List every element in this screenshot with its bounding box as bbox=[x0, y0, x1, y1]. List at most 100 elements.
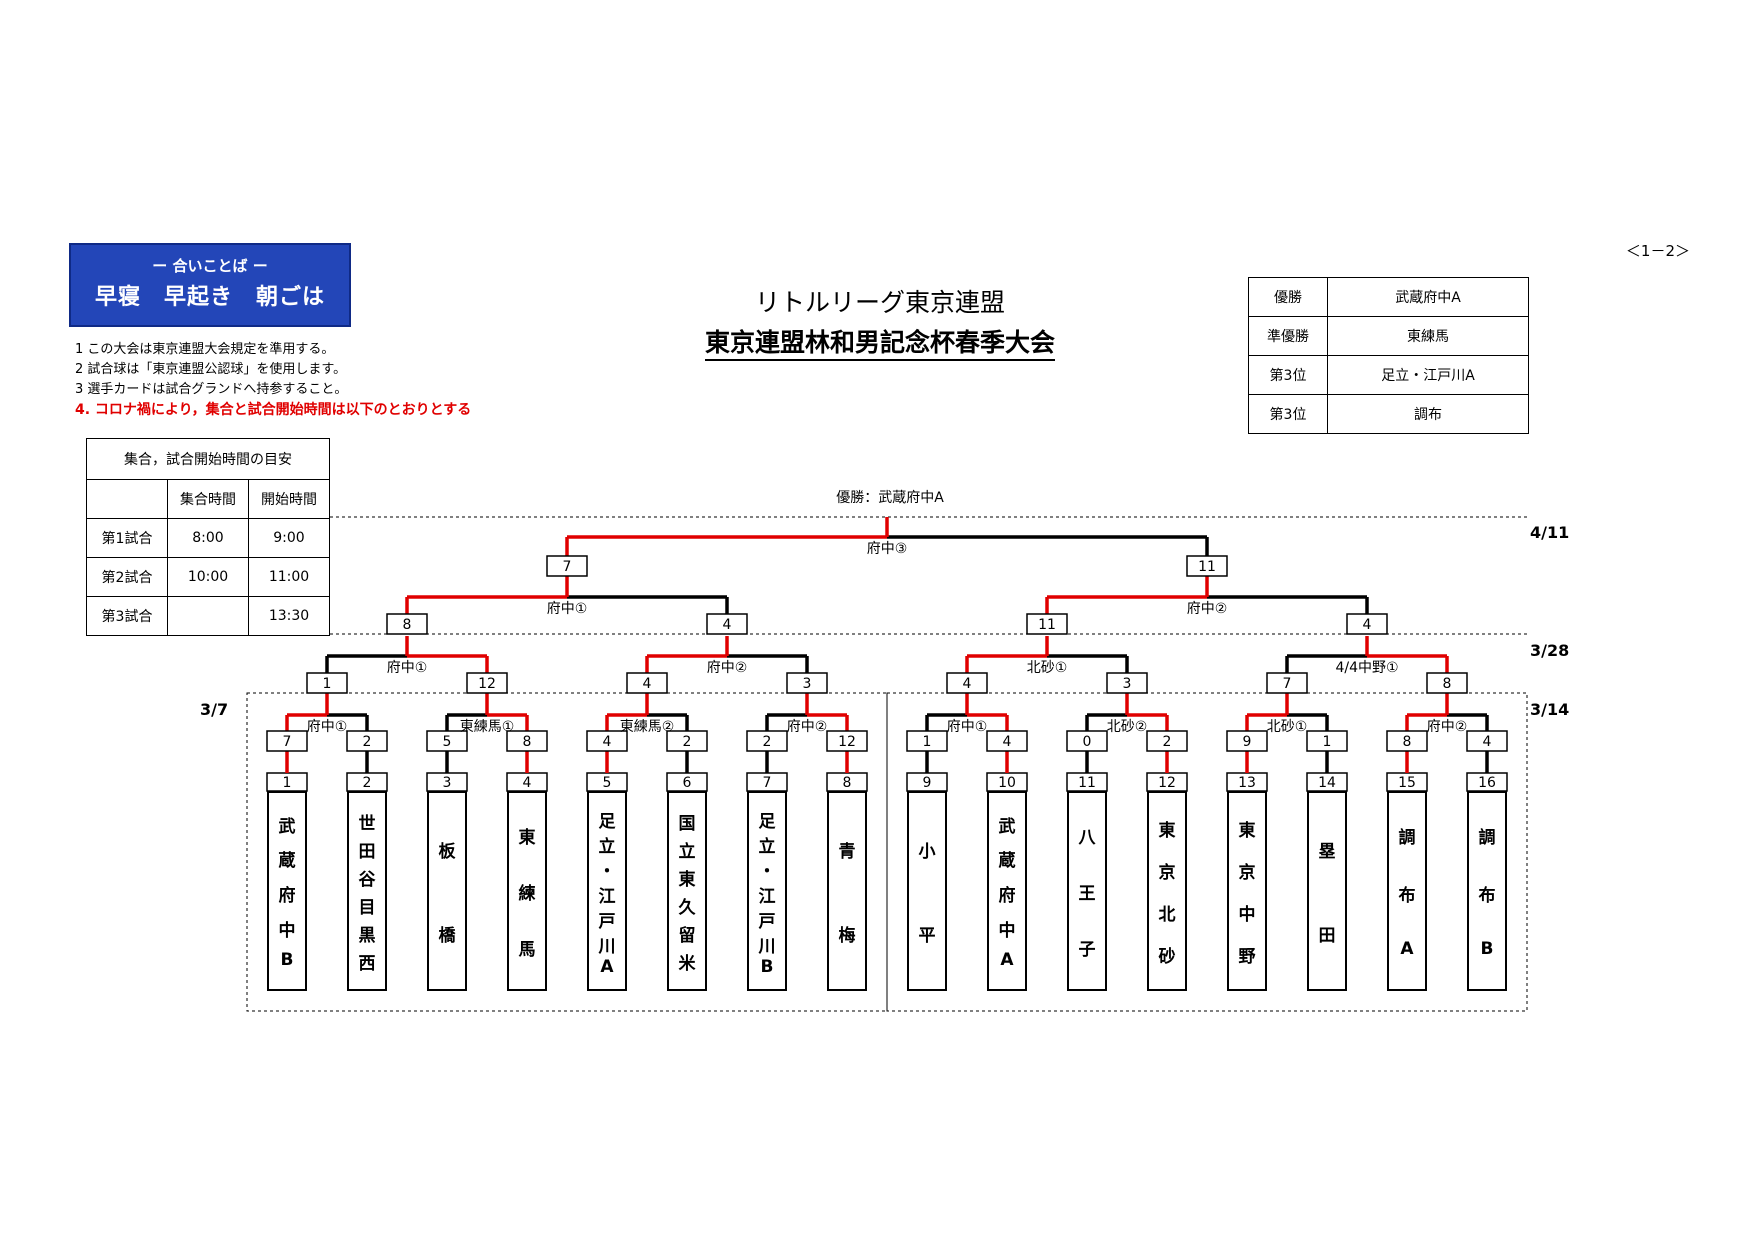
team-seed: 11 bbox=[1078, 775, 1096, 791]
schedule-cell: 8:00 bbox=[167, 518, 249, 558]
team-seed: 16 bbox=[1478, 775, 1496, 791]
r1-match-score-right: 8 bbox=[523, 734, 532, 750]
team-name-char: 塁 bbox=[1318, 841, 1336, 862]
r2-match-score-left-box bbox=[306, 672, 348, 694]
result-team: 調布 bbox=[1327, 394, 1529, 434]
rule-item-notice: 4. コロナ禍により，集合と試合開始時間は以下のとおりとする bbox=[75, 402, 472, 418]
r1-match-score-left: 2 bbox=[763, 734, 772, 750]
team-name-char: 足 bbox=[758, 812, 776, 832]
r1-match-score-left-box bbox=[266, 730, 308, 752]
r2-match-venue: 北砂① bbox=[1027, 660, 1068, 676]
r1-match-score-left: 1 bbox=[923, 734, 932, 750]
team-name-box: 東練馬 bbox=[507, 791, 547, 991]
team-seed: 5 bbox=[603, 775, 612, 791]
r2-match-score-left: 1 bbox=[323, 676, 332, 692]
team-name-char: 武 bbox=[278, 816, 296, 837]
team-name-box: 青梅 bbox=[827, 791, 867, 991]
result-team: 足立・江戸川A bbox=[1327, 355, 1529, 395]
schedule-header: 開始時間 bbox=[248, 479, 330, 519]
team-name-char: 布 bbox=[1478, 885, 1496, 906]
team-name-char: 戸 bbox=[758, 912, 776, 932]
r1-match-venue: 東練馬② bbox=[620, 719, 675, 735]
schedule-header: 集合時間 bbox=[167, 479, 249, 519]
schedule-cell: 9:00 bbox=[248, 518, 330, 558]
team-name-char: 東 bbox=[1238, 820, 1256, 841]
date-round3: 3/28 bbox=[1530, 641, 1570, 660]
team-name-char: 砂 bbox=[1158, 946, 1176, 967]
team-seed: 2 bbox=[363, 775, 372, 791]
r3-match-score-right-box bbox=[706, 613, 748, 635]
team-name-char: 川 bbox=[758, 937, 776, 957]
team-name-box: 八王子 bbox=[1067, 791, 1107, 991]
team-name-char: 小 bbox=[918, 841, 936, 862]
team-name-char: B bbox=[760, 957, 774, 977]
r1-match-score-left-box bbox=[1066, 730, 1108, 752]
team-name-char: 留 bbox=[678, 925, 696, 946]
r1-match-score-left-box bbox=[426, 730, 468, 752]
r2-match-venue: 府中② bbox=[707, 660, 748, 676]
team-name-char: 戸 bbox=[598, 912, 616, 932]
r2-match-score-right-box bbox=[466, 672, 508, 694]
r1-match-score-right: 1 bbox=[1323, 734, 1332, 750]
team-seed: 10 bbox=[998, 775, 1016, 791]
team-name-char: 板 bbox=[438, 841, 456, 862]
team-name-box: 小平 bbox=[907, 791, 947, 991]
final-match-score-right-box bbox=[1186, 555, 1228, 577]
team-name-char: 東 bbox=[1158, 820, 1176, 841]
r2-match-score-right-box bbox=[786, 672, 828, 694]
team-seed: 4 bbox=[523, 775, 532, 791]
team-seed: 14 bbox=[1318, 775, 1336, 791]
team-name-char: 王 bbox=[1078, 883, 1096, 904]
final-match-score-right: 11 bbox=[1198, 559, 1216, 575]
team-name-char: 子 bbox=[1078, 939, 1096, 960]
team-name-box: 板橋 bbox=[427, 791, 467, 991]
r1-match-score-left-box bbox=[746, 730, 788, 752]
r3-match-venue: 府中② bbox=[1187, 601, 1228, 617]
r1-match-score-right: 4 bbox=[1483, 734, 1492, 750]
team-name-box: 東京北砂 bbox=[1147, 791, 1187, 991]
r3-match-score-left: 8 bbox=[403, 617, 412, 633]
r3-match-score-right-box bbox=[1346, 613, 1388, 635]
team-name-char: 立 bbox=[598, 837, 616, 857]
r2-match-score-left: 4 bbox=[643, 676, 652, 692]
team-name-char: B bbox=[1480, 938, 1494, 959]
tournament-title-text: 東京連盟林和男記念杯春季大会 bbox=[704, 328, 1055, 361]
team-name-char: 府 bbox=[278, 885, 296, 906]
team-name-char: 中 bbox=[278, 920, 296, 941]
slogan-caption: ー 合いことば ー bbox=[152, 257, 268, 275]
result-team: 武蔵府中A bbox=[1327, 277, 1529, 317]
team-name-char: 調 bbox=[1398, 828, 1416, 849]
final-match-score-left-box bbox=[546, 555, 588, 577]
r1-match-score-left: 8 bbox=[1403, 734, 1412, 750]
team-name-char: A bbox=[1400, 938, 1414, 959]
r2-match-score-left-box bbox=[946, 672, 988, 694]
r1-match-score-right-box bbox=[506, 730, 548, 752]
r1-match-venue: 府中② bbox=[787, 719, 828, 735]
team-name-box: 東京中野 bbox=[1227, 791, 1267, 991]
team-name-char: 橋 bbox=[438, 925, 456, 946]
team-seed: 12 bbox=[1158, 775, 1176, 791]
date-round1-right: 3/14 bbox=[1530, 700, 1570, 719]
team-name-box: 塁田 bbox=[1307, 791, 1347, 991]
result-place: 第3位 bbox=[1248, 394, 1328, 434]
result-place: 準優勝 bbox=[1248, 316, 1328, 356]
team-name-char: A bbox=[1000, 950, 1014, 971]
team-name-char: 久 bbox=[678, 897, 696, 918]
r1-match-venue: 東練馬① bbox=[460, 719, 515, 735]
schedule-title: 集合，試合開始時間の目安 bbox=[86, 438, 330, 480]
team-name-char: 立 bbox=[678, 841, 696, 862]
rule-item: 2 試合球は「東京連盟公認球」を使用します。 bbox=[75, 362, 347, 377]
team-name-char: 東 bbox=[518, 827, 536, 848]
r3-match-score-right: 4 bbox=[1363, 617, 1372, 633]
league-title: リトルリーグ東京連盟 bbox=[754, 288, 1005, 317]
team-name-char: 目 bbox=[358, 897, 376, 918]
final-match-score-left: 7 bbox=[563, 559, 572, 575]
r2-match-score-left: 7 bbox=[1283, 676, 1292, 692]
team-name-char: 黒 bbox=[358, 925, 376, 946]
team-name-char: B bbox=[280, 950, 294, 971]
team-seed: 15 bbox=[1398, 775, 1416, 791]
region-right-frame bbox=[886, 692, 1528, 1012]
